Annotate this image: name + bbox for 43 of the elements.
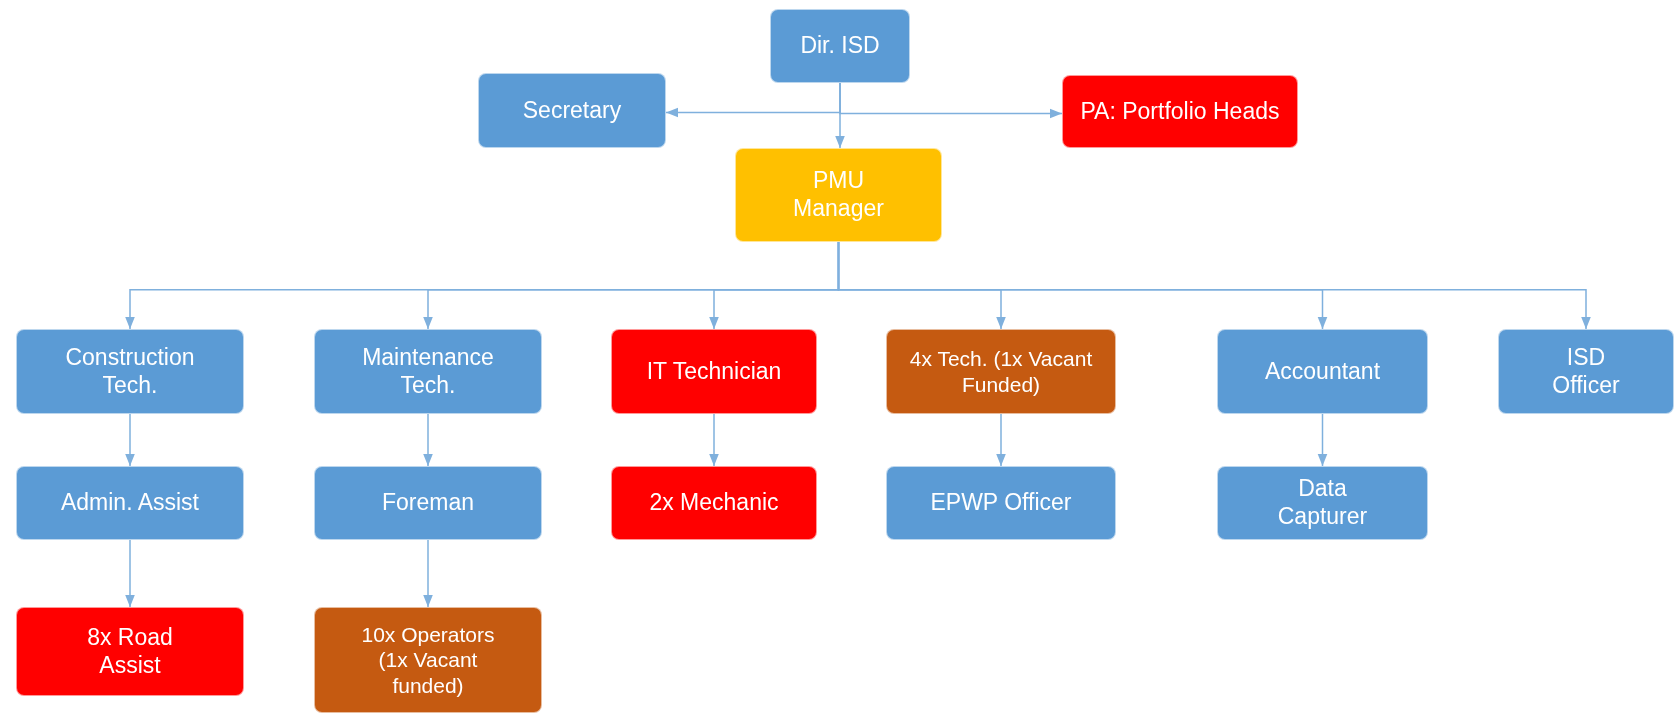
role-box [314, 607, 542, 713]
role-label: Construction Tech. [64, 343, 196, 400]
role-box [16, 466, 244, 540]
role-label: Data Capturer [1276, 475, 1369, 531]
connector-arrow [996, 413, 1006, 467]
role-label: Accountant [1263, 357, 1382, 386]
role-label: Foreman [380, 489, 475, 517]
role-box [16, 607, 244, 696]
role-label: 10x Operators (1x Vacant funded) [360, 622, 496, 698]
role-label: Maintenance Tech. [361, 343, 495, 400]
connector-arrow [709, 413, 719, 467]
role-box [314, 329, 542, 414]
role-box [1217, 329, 1428, 414]
role-box [314, 466, 542, 540]
role-box [16, 329, 244, 414]
role-label: Dir. ISD [799, 32, 881, 60]
role-box [611, 329, 817, 414]
role-box [1062, 75, 1298, 148]
role-label: PA: Portfolio Heads [1079, 97, 1281, 126]
role-label: EPWP Officer [929, 489, 1073, 517]
role-label: ISD Officer [1551, 343, 1621, 400]
role-box [735, 148, 942, 242]
connector-arrow [125, 539, 135, 608]
role-label: 2x Mechanic [648, 489, 780, 517]
connector-arrow [423, 539, 433, 608]
role-box [478, 73, 666, 148]
role-label: Admin. Assist [59, 489, 200, 517]
role-label: 8x Road Assist [86, 623, 174, 680]
role-label: Secretary [521, 96, 623, 125]
connector-arrow [835, 82, 845, 149]
connector-arrow [423, 413, 433, 467]
role-label: 4x Tech. (1x Vacant Funded) [908, 346, 1094, 397]
role-box [770, 9, 910, 83]
role-box [886, 466, 1116, 540]
role-label: PMU Manager [792, 167, 885, 223]
role-label: IT Technician [645, 357, 783, 386]
role-box [1498, 329, 1674, 414]
role-box [1217, 466, 1428, 540]
connector-arrow [837, 241, 1591, 330]
role-box [886, 329, 1116, 414]
connector-arrow [1317, 413, 1328, 467]
connector-arrow [125, 413, 135, 467]
role-box [611, 466, 817, 540]
